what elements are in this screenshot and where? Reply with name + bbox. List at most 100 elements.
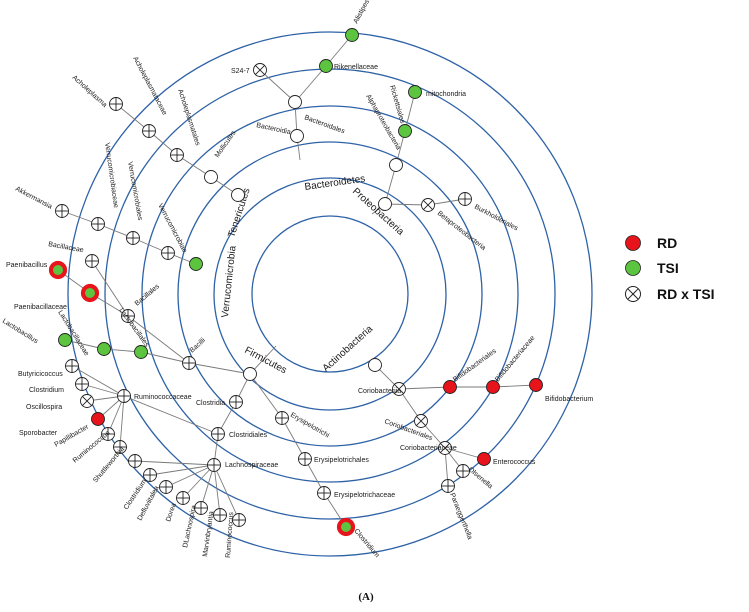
taxon-label-ruminococcaceae: Ruminococcaceae	[134, 394, 192, 401]
taxon-label-butyricicoccus: Butyricicoccus	[18, 371, 63, 378]
node-betaproteobacteria	[421, 198, 435, 212]
taxon-label-s24-7: S24-7	[231, 68, 250, 75]
figure-caption: (A)	[358, 591, 374, 603]
node-marker	[189, 257, 203, 271]
taxon-label-coriobacteriaceae: Coriobacteriaceae	[400, 445, 457, 452]
taxon-label-bacillaceae: Bacillaceae	[48, 241, 85, 254]
node-akkermansia	[55, 204, 69, 218]
legend-item-tsi: TSI	[625, 260, 679, 276]
taxon-label-sporobacter: Sporobacter	[19, 430, 58, 437]
cross-mark-b	[440, 443, 450, 453]
node-butyricicoccus	[65, 359, 79, 373]
tree-edge	[81, 383, 125, 397]
node-lactobacillales	[134, 345, 148, 359]
node-verrucomicrobiae	[161, 246, 175, 260]
tree-edge	[188, 362, 251, 375]
taxon-label-papillibacter: Papillibacter	[54, 423, 91, 448]
node-enterococcus	[477, 452, 491, 466]
node-marker	[97, 342, 111, 356]
node-tenericutes	[231, 188, 245, 202]
tree-edge	[149, 464, 215, 476]
node-paenibacillus	[48, 260, 68, 280]
tree-nodes	[48, 28, 543, 537]
taxon-label-clostridium: Clostridium	[29, 387, 64, 394]
node-dlachnospira	[194, 501, 208, 515]
node-proteo	[378, 197, 392, 211]
node-marker	[477, 452, 491, 466]
taxon-label-bacillales: Bacillales	[134, 283, 162, 308]
taxon-label-verrucomicrobiaceae: Verrucomicrobiaceae	[103, 142, 119, 208]
node-marker	[319, 59, 333, 73]
node-acholeplasmataceae	[142, 124, 156, 138]
ring-phylum	[251, 215, 409, 373]
taxon-label-olsenella: Olsenella	[467, 466, 494, 490]
node-olsenella	[456, 464, 470, 478]
node-marker	[58, 333, 72, 347]
node-verrucomicrobiaceae	[91, 217, 105, 231]
node-coriobacteriaceae	[438, 441, 452, 455]
taxon-label-lactobacillus: Lactobacillus	[1, 318, 39, 346]
taxon-label-bacilli: Bacilli	[189, 337, 208, 355]
node-bacteroidales	[288, 95, 302, 109]
node-acholeplasma	[109, 97, 123, 111]
phylum-label-proteobacteria: Proteobacteria	[350, 186, 406, 238]
node-bifidobacteriales	[443, 380, 457, 394]
node-ruminococcaceae	[117, 389, 131, 403]
node-marker	[443, 380, 457, 394]
tree-edge	[492, 384, 537, 388]
node-burkholderiales	[458, 192, 472, 206]
taxon-label-verrucomicrobiales: Verrucomicrobiales	[126, 161, 143, 221]
legend-swatch-cross-mark-b	[627, 288, 639, 300]
node-clostridiales	[211, 427, 225, 441]
tree-edge	[384, 203, 429, 206]
node-shuttleworthia	[128, 454, 142, 468]
taxon-label-erysipelotrichi: Erysipelotrichi	[289, 412, 331, 440]
taxon-label-clostridia: Clostridia	[196, 400, 225, 407]
legend-label-rd: RD	[657, 235, 677, 251]
tree-edge	[200, 464, 215, 509]
node-clostridia	[229, 395, 243, 409]
legend-item-rd-x-tsi: RD x TSI	[625, 286, 715, 302]
node-marker	[91, 412, 105, 426]
taxon-label-lachnospiraceae: Lachnospiraceae	[225, 462, 278, 469]
ring-genus	[104, 68, 556, 520]
tree-edge	[165, 464, 215, 488]
node-marker	[408, 85, 422, 99]
node-rikenellaceae	[319, 59, 333, 73]
node-marvinbryantia	[213, 508, 227, 522]
taxon-label-rikenellaceae: Rikenellaceae	[334, 64, 378, 71]
taxon-label-bifidobacteriales: Bifidobacteriales	[452, 347, 498, 383]
node-mitochondria	[408, 85, 422, 99]
node-paenibacillaceae	[80, 283, 100, 303]
node-clostridium2	[143, 468, 157, 482]
tree-edge	[134, 460, 215, 466]
tree-edge	[127, 315, 190, 364]
node-erysipelotrichi	[275, 411, 289, 425]
taxon-label-mitochondria: mitochondria	[426, 91, 466, 98]
cross-mark-b	[416, 416, 426, 426]
ring-outer	[67, 31, 593, 557]
taxon-label-erysipelotrichales: Erysipelotrichales	[314, 457, 369, 464]
node-actino	[368, 358, 382, 372]
node-coriobacteriia	[392, 382, 406, 396]
node-bacteroidia	[290, 129, 304, 143]
node-lactobacillaceae	[97, 342, 111, 356]
node-verrucomicrobia	[189, 257, 203, 271]
taxon-label-lactobacillaceae: Lactobacillaceae	[56, 309, 90, 357]
node-alistipes	[345, 28, 359, 42]
node-erysipelotrichaceae	[317, 486, 331, 500]
legend-label-rd-x-tsi: RD x TSI	[657, 286, 715, 302]
node-marker	[231, 188, 245, 202]
legend: RD TSI RD x TSI	[625, 235, 715, 302]
legend-swatch-tsi	[625, 260, 641, 276]
phylum-label-actinobacteria: Actinobacteria	[321, 323, 376, 374]
node-marker	[398, 124, 412, 138]
tree-edge	[213, 464, 221, 516]
cross-mark-b	[255, 65, 265, 75]
node-marker	[529, 378, 543, 392]
taxon-label-bacteroidales: Bacteroidales	[303, 114, 346, 135]
taxon-label-alistipes: Alistipes	[353, 0, 372, 25]
tree-edge	[281, 417, 306, 460]
taxon-label-dorea: Dorea	[165, 502, 178, 522]
